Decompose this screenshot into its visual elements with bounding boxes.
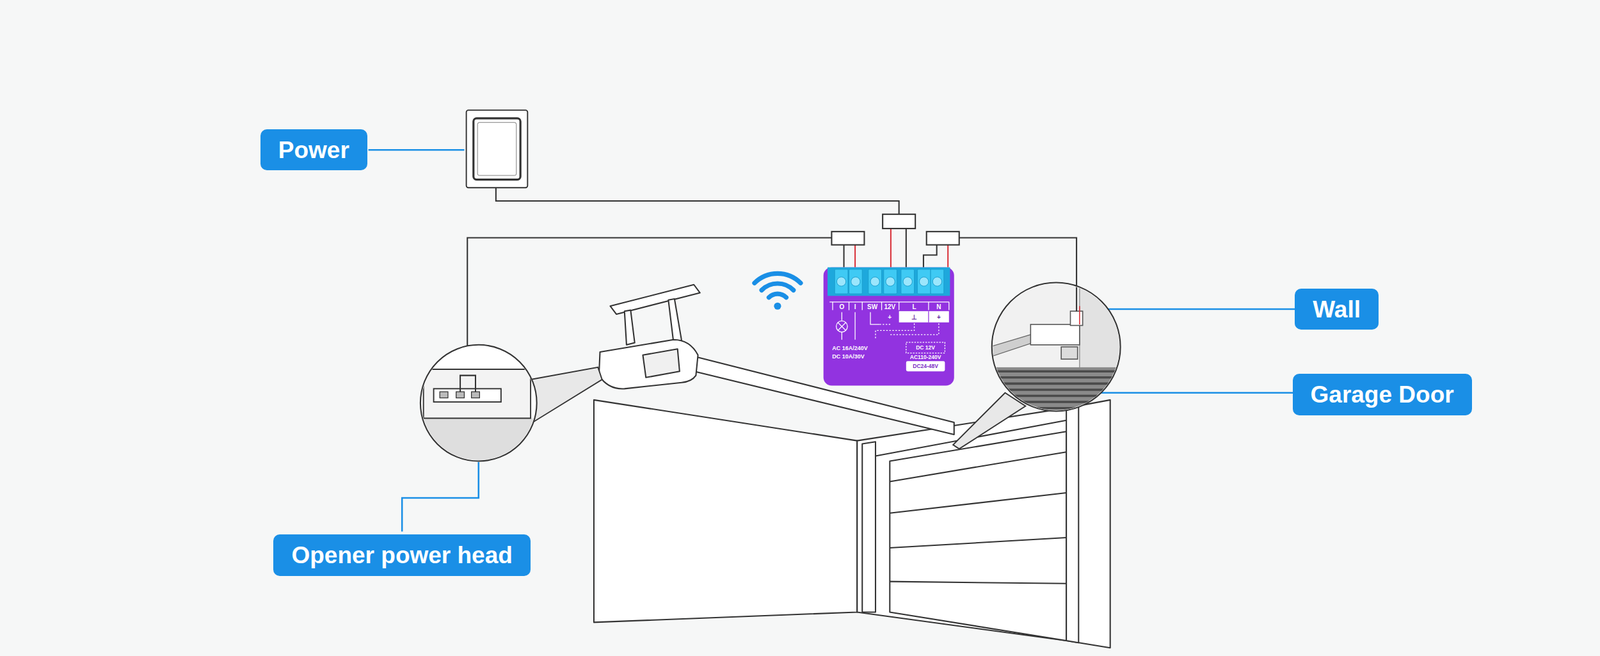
terminal-label: +	[936, 314, 941, 321]
terminal-label: 12V	[883, 304, 896, 311]
terminal-label: AC 16A/240V	[832, 345, 868, 352]
terminal-label: AC110-240V	[910, 354, 942, 361]
door-stripe	[987, 394, 1128, 398]
opener-rail	[685, 355, 954, 435]
terminal-label: O	[839, 304, 845, 311]
callout-wedge	[530, 367, 603, 423]
label-text: Wall	[1312, 297, 1361, 322]
terminal-label: L	[912, 304, 916, 311]
label-text: Opener power head	[291, 543, 512, 568]
opener-inset	[413, 344, 546, 470]
label-text: Garage Door	[1310, 382, 1455, 407]
door-stripe	[987, 382, 1128, 386]
wall-inset	[987, 280, 1128, 413]
terminal-label: SW	[867, 304, 878, 311]
label-pill: Garage Door	[1292, 373, 1472, 416]
label-pill: Opener power head	[273, 534, 530, 576]
garage	[593, 400, 1111, 648]
door-stripe	[987, 369, 1128, 373]
terminal-label: N	[936, 304, 941, 311]
callout-wedge	[952, 392, 1026, 450]
terminal-label: I	[854, 304, 857, 311]
terminal-label: DC 12V	[915, 344, 936, 351]
label-pill: Power	[260, 129, 368, 171]
power-switch	[466, 110, 528, 188]
label-pill: Wall	[1294, 288, 1379, 330]
wifi-icon	[754, 273, 801, 310]
door-stripe	[987, 407, 1128, 410]
door-stripe	[987, 400, 1128, 404]
relay-module-labels: O I SW 12V L N + ⊥ + AC 16A/240VDC 10A/30V DC 12V A…	[823, 267, 955, 386]
terminal-label: DC 10A/30V	[832, 353, 865, 360]
wires	[467, 187, 1077, 376]
label-text: Power	[278, 138, 350, 162]
terminal-label: ⊥	[911, 314, 918, 321]
door-stripe	[987, 388, 1128, 392]
terminal-label: DC24-48V	[912, 363, 939, 370]
wire-connectors	[831, 214, 959, 246]
relay-module	[823, 267, 955, 386]
terminal-label: +	[887, 314, 892, 321]
door-stripe	[987, 376, 1128, 379]
opener-power-head	[599, 284, 701, 390]
